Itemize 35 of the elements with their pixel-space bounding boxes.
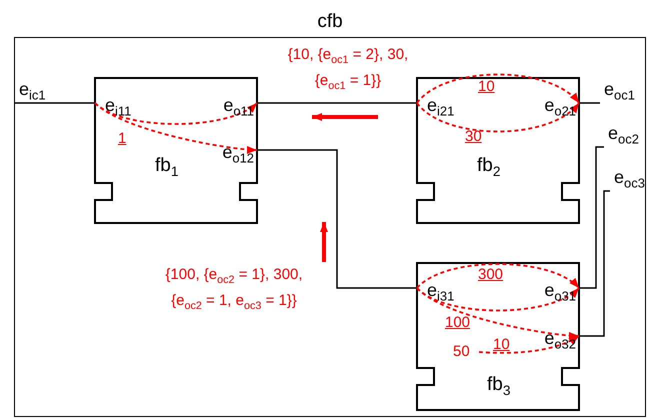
connector-line: [257, 149, 417, 289]
port-label: e$_{i21}$: [417, 90, 472, 120]
dashed-arrow: [94, 102, 258, 154]
port-label: e$_{o12}$: [203, 137, 257, 167]
edge-label: 10: [493, 336, 510, 354]
annotation-text: {10, {e$_{oc1}$ = 2}, 30, {e$_{oc1}$ = 1}}: [286, 45, 410, 94]
block-label: fb$_{3}$: [487, 373, 510, 397]
connector-line: [579, 102, 600, 104]
value-label: 50: [453, 342, 479, 362]
function-block: [417, 78, 579, 223]
annotation-text: {100, {e$_{oc2}$ = 1}, 300, {e$_{oc2}$ = 1, e$_{oc3}$ = 1}}: [164, 265, 304, 314]
edge-label: 300: [478, 266, 504, 284]
port-label: e$_{ic1}$: [15, 74, 67, 104]
dashed-arrow: [416, 74, 580, 104]
connector-line: [257, 102, 417, 104]
edge-label: 1: [118, 130, 126, 148]
port-label: e$_{oc2}$: [604, 118, 645, 148]
function-block: [95, 78, 257, 223]
edge-label: 10: [478, 78, 495, 96]
edge-label: 30: [465, 128, 482, 146]
dashed-arrow: [416, 287, 580, 340]
block-label: fb$_{1}$: [155, 154, 178, 178]
port-label: e$_{i31}$: [417, 275, 472, 305]
dashed-arrow: [416, 102, 580, 132]
connector-line: [579, 190, 610, 337]
connector-line: [579, 146, 604, 289]
port-label: e$_{oc1}$: [600, 74, 645, 104]
port-label: e$_{oc3}$: [610, 162, 645, 192]
function-block: [417, 263, 579, 410]
edge-label: 100: [445, 314, 470, 332]
connector-line: [15, 102, 95, 104]
block-title: cfb: [316, 10, 344, 34]
port-label: e$_{i11}$: [95, 90, 147, 120]
dashed-arrow: [416, 263, 580, 289]
block-label: fb$_{2}$: [477, 154, 500, 178]
